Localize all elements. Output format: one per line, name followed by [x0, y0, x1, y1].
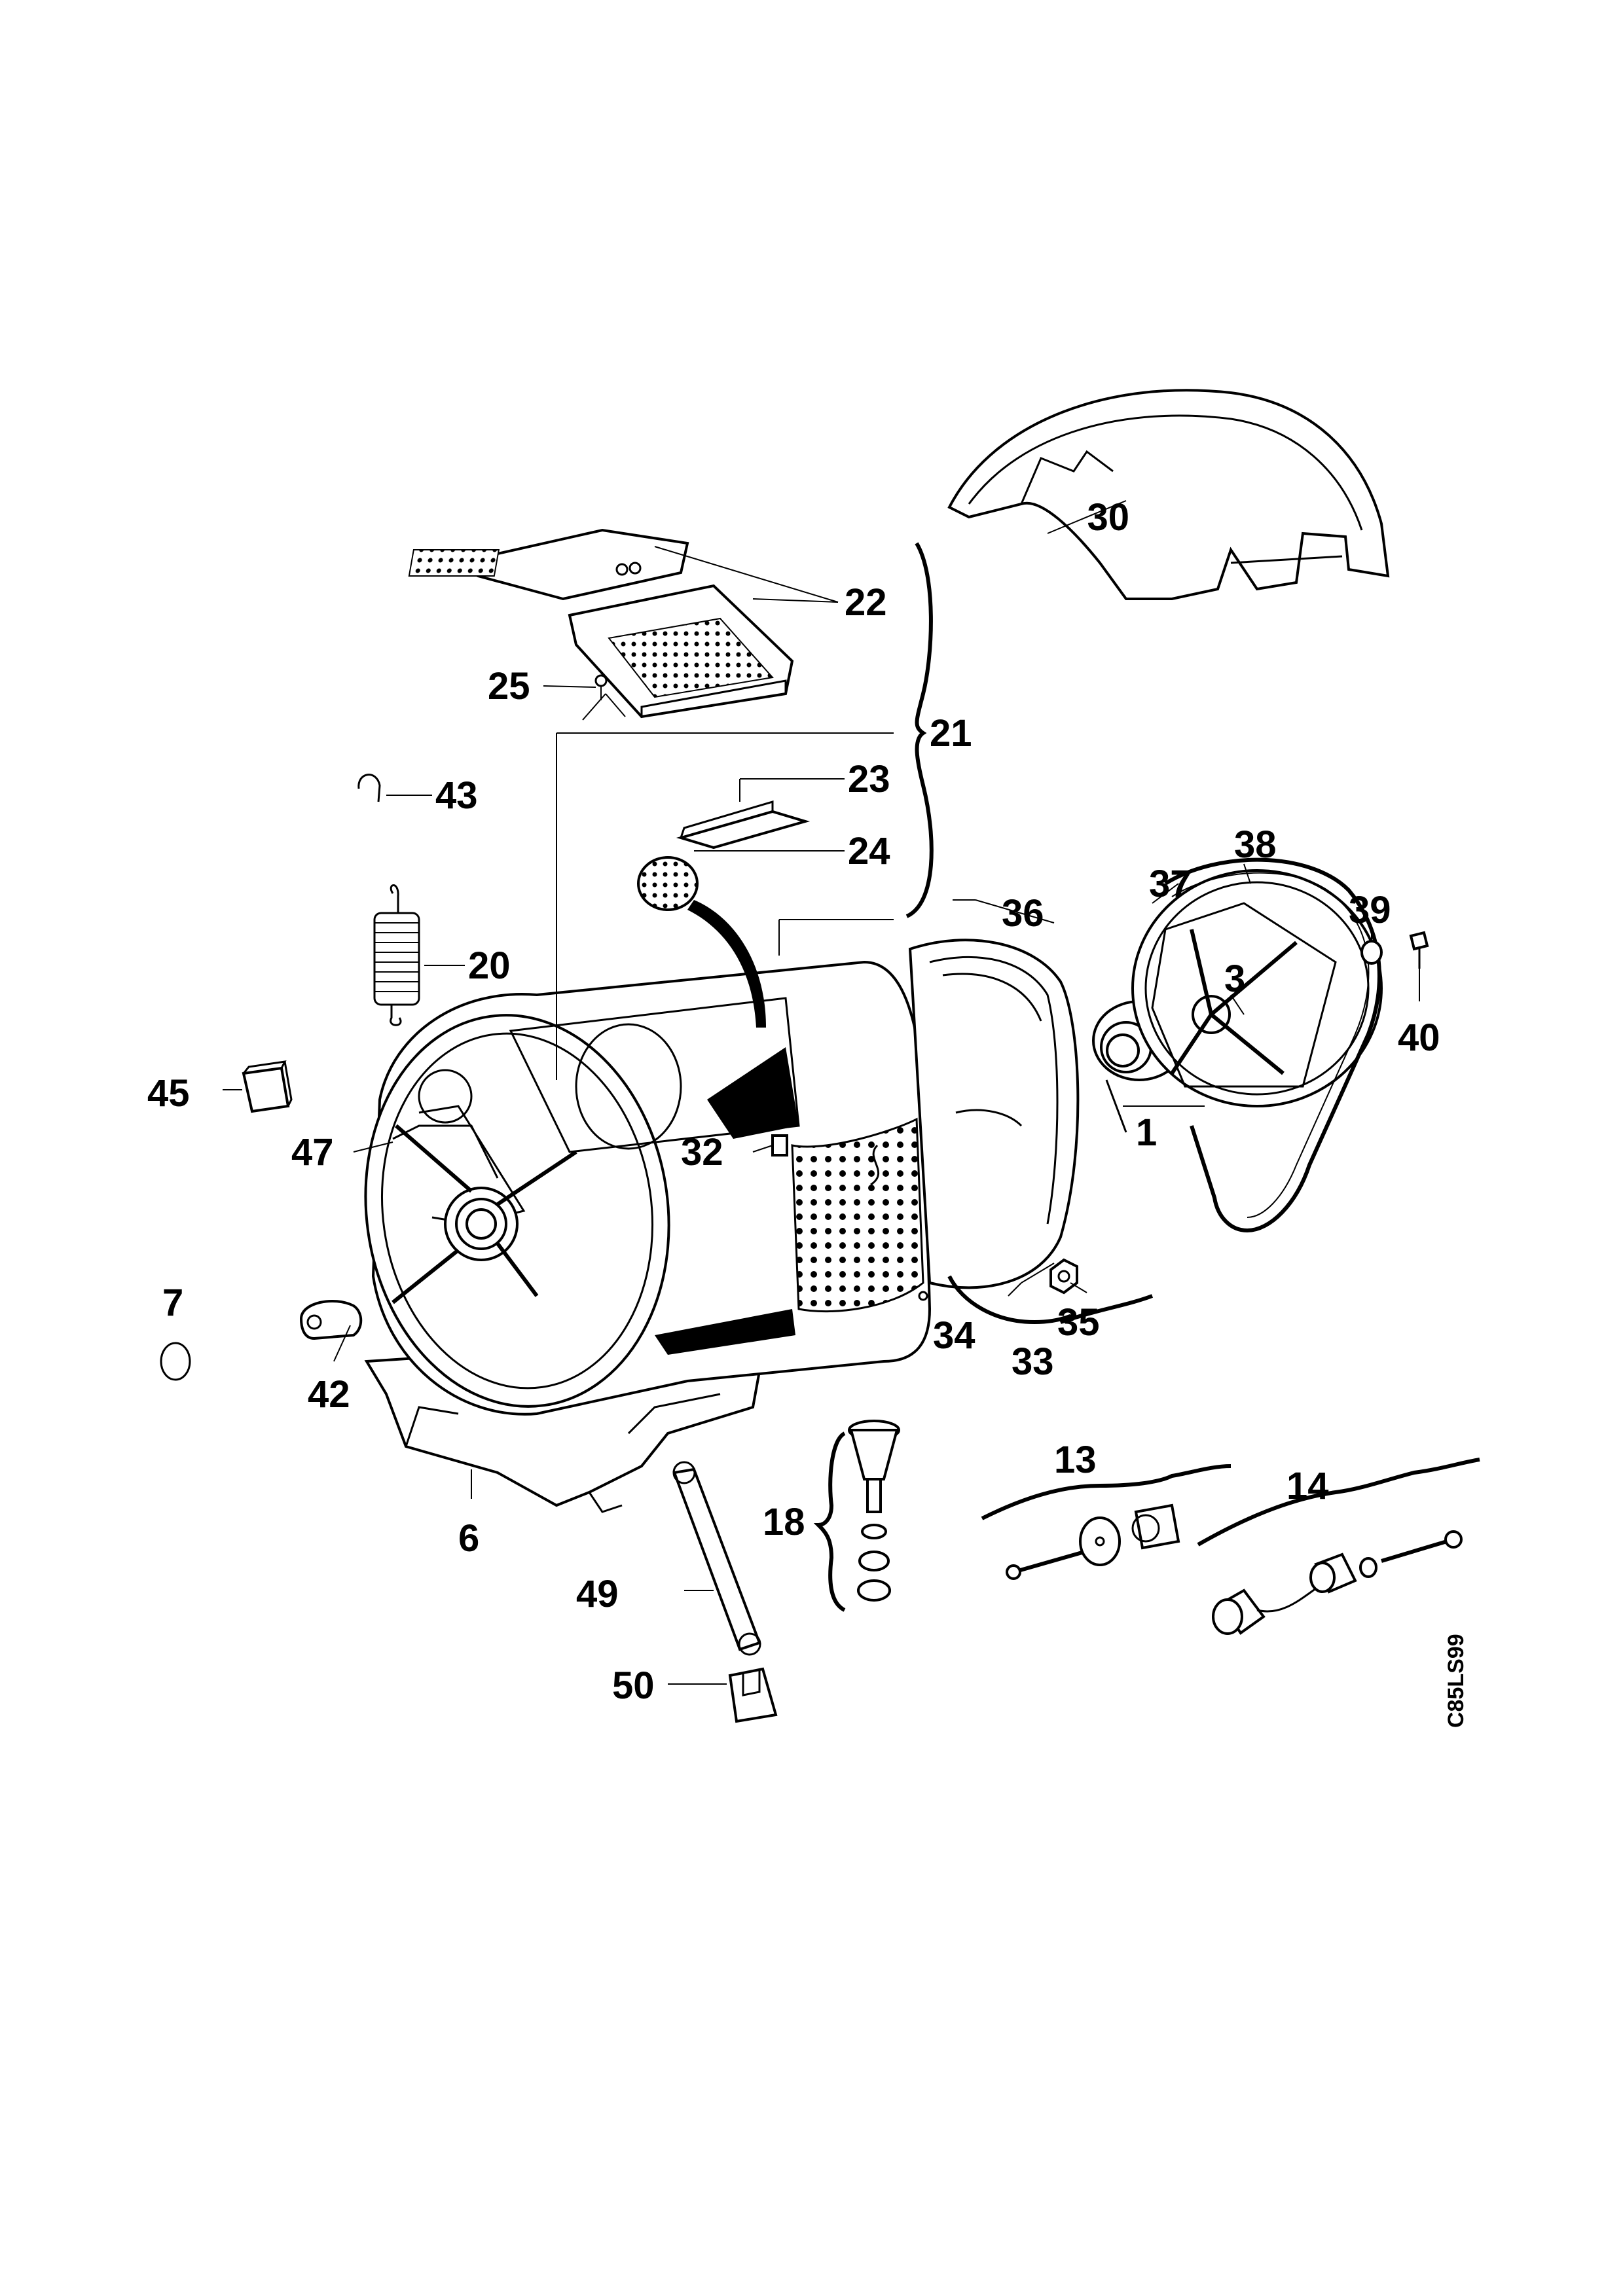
clip-part-43 [357, 774, 381, 802]
callout-13: 13 [1054, 1439, 1097, 1481]
callout-43: 43 [435, 774, 478, 817]
filter-disc-part-24 [637, 856, 766, 1028]
callout-35: 35 [1057, 1301, 1100, 1344]
washer-part-39 [1360, 940, 1383, 965]
bracket-part-50 [728, 1667, 778, 1723]
callout-47: 47 [291, 1131, 334, 1174]
drive-belt-part-38 [1164, 857, 1381, 1233]
callout-labels: 30 22 25 21 43 23 24 38 37 36 39 3 20 40… [147, 496, 1468, 1728]
callout-14: 14 [1286, 1465, 1329, 1507]
spring-part-20 [373, 884, 420, 1026]
drawing-code: C85LS99 [1444, 1634, 1468, 1728]
callout-50: 50 [612, 1664, 655, 1707]
fixing-set-part-14 [1212, 1530, 1463, 1635]
callout-49: 49 [576, 1573, 619, 1615]
damper-part-49 [672, 1461, 761, 1656]
leader-lines [223, 500, 1420, 1685]
clamp-part-42 [299, 1300, 363, 1340]
paddle-part-23 [676, 800, 811, 850]
foot-part-18 [848, 1420, 900, 1602]
callout-32: 32 [681, 1131, 723, 1174]
pad-part-32 [771, 1134, 788, 1157]
callout-1: 1 [1136, 1111, 1157, 1154]
callout-34: 34 [933, 1314, 976, 1357]
callout-23: 23 [848, 758, 890, 800]
callout-30: 30 [1087, 496, 1129, 539]
callout-39: 39 [1349, 889, 1391, 931]
pulley-part-37 [1131, 869, 1383, 1107]
o-ring-part-7 [160, 1342, 191, 1381]
callout-36: 36 [1002, 892, 1044, 935]
callout-24: 24 [848, 830, 890, 872]
callout-25: 25 [488, 665, 530, 708]
nut-part-35 [1049, 1258, 1078, 1295]
callout-37: 37 [1149, 863, 1192, 905]
bolt-part-40 [1409, 931, 1429, 969]
fixing-set-part-13 [1006, 1503, 1180, 1580]
callout-6: 6 [458, 1517, 479, 1560]
callout-40: 40 [1398, 1016, 1440, 1059]
callout-21: 21 [930, 712, 972, 755]
outer-tub-assembly [364, 939, 1080, 1513]
tub-cover-part-30 [947, 389, 1390, 600]
callout-33: 33 [1012, 1340, 1054, 1383]
callout-20: 20 [468, 944, 511, 987]
drum-lid-part-22 [408, 528, 794, 719]
callout-42: 42 [308, 1373, 350, 1416]
callout-3: 3 [1224, 958, 1245, 1000]
callout-38: 38 [1234, 823, 1277, 866]
block-part-45 [242, 1060, 293, 1113]
callout-7: 7 [162, 1282, 183, 1324]
braces [813, 542, 1480, 1612]
callout-18: 18 [763, 1501, 805, 1543]
pin-part-25 [582, 674, 626, 721]
callout-45: 45 [147, 1072, 190, 1115]
callout-22: 22 [845, 581, 887, 624]
